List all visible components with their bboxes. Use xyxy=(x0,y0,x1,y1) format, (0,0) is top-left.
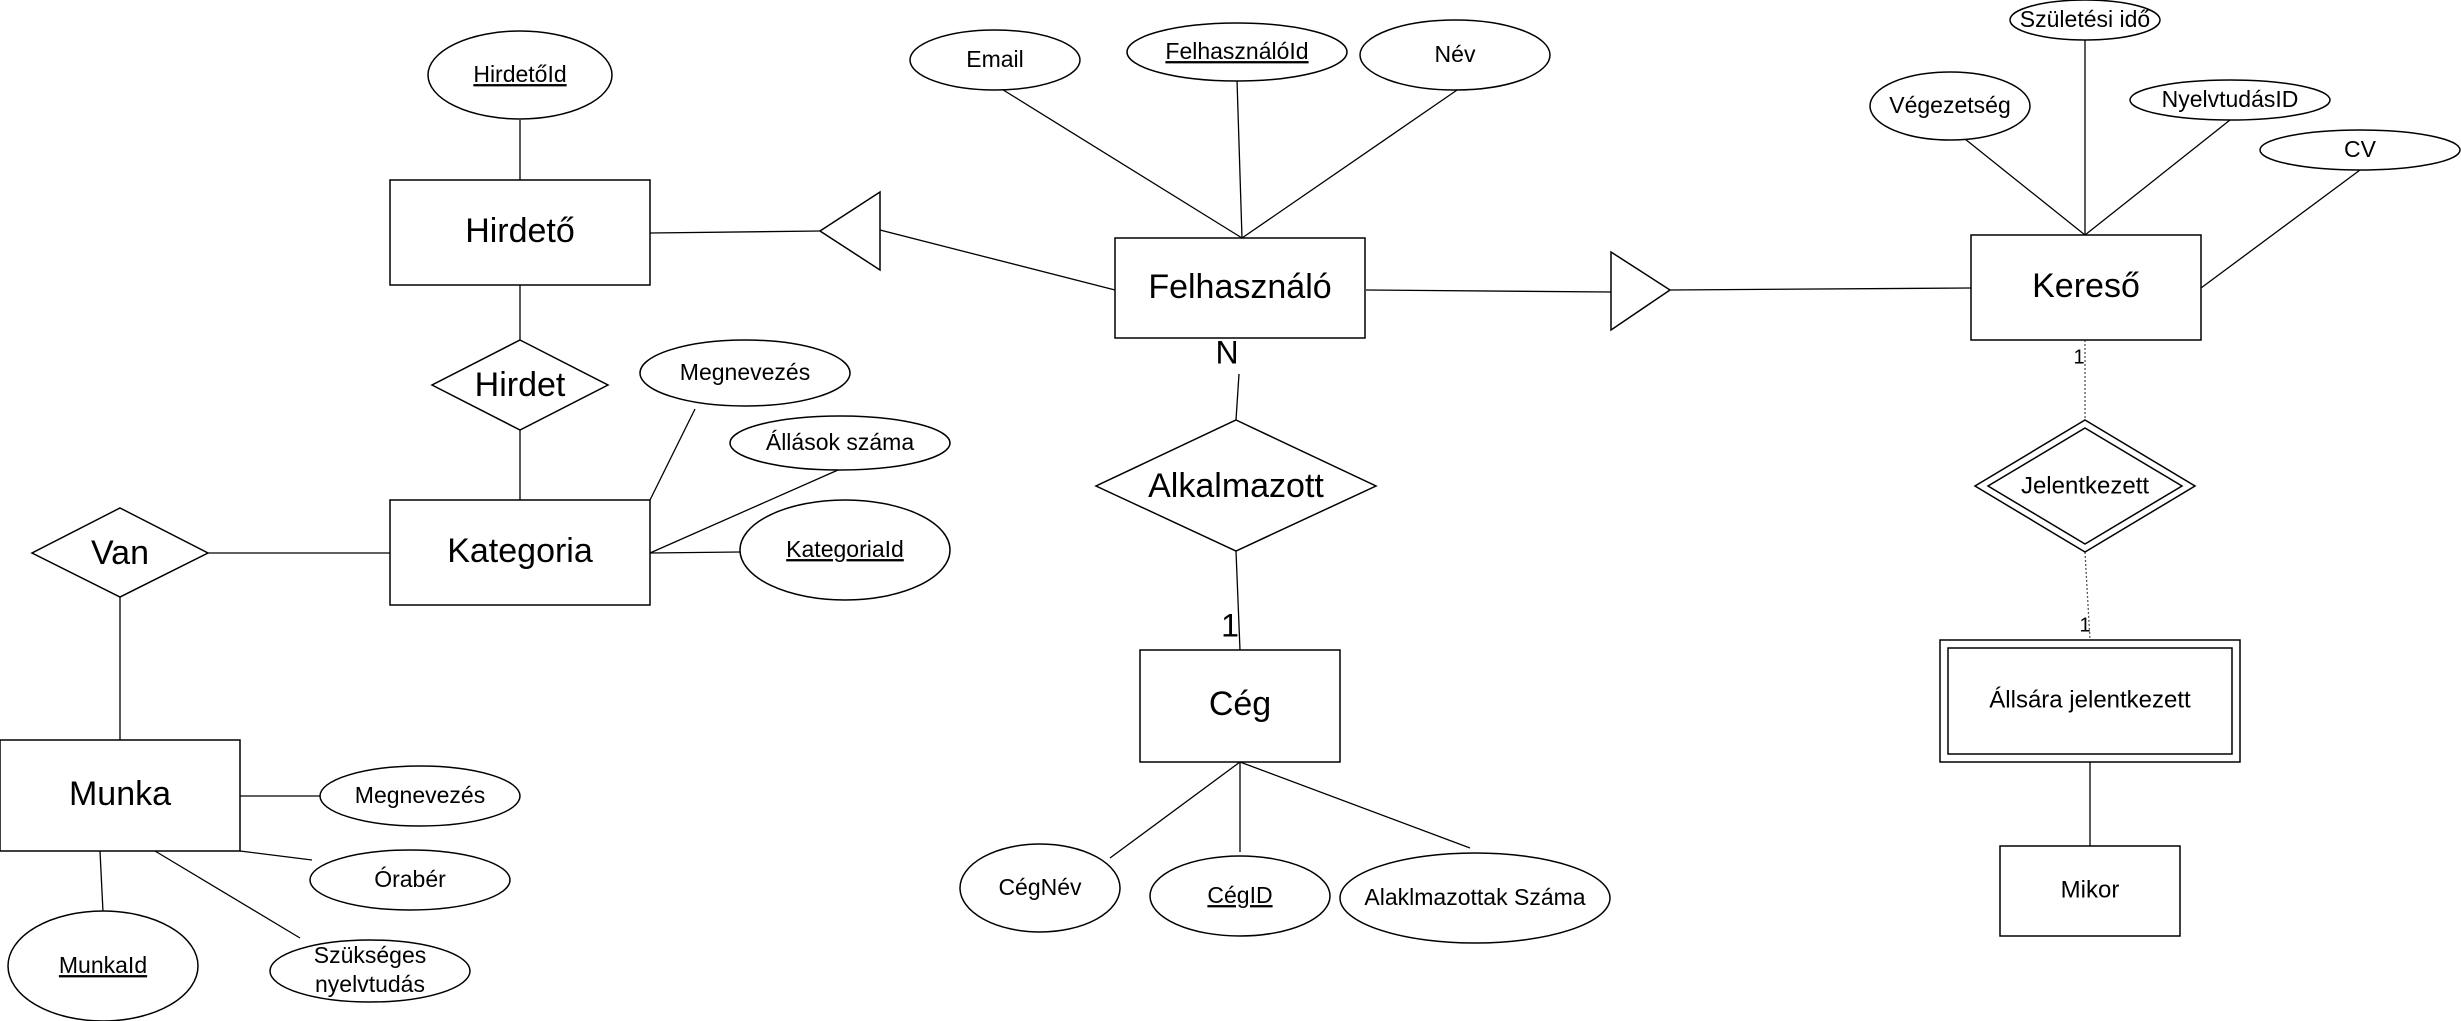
entity-kategoria[interactable]: Kategoria xyxy=(389,499,651,606)
attribute-allasok-szama[interactable]: Állások száma xyxy=(729,415,951,471)
relationship-alkalmazott-label: Alkalmazott xyxy=(1148,467,1324,505)
attribute-kategoria-megnevezes[interactable]: Megnevezés xyxy=(639,339,851,407)
relationship-van-label: Van xyxy=(91,534,149,572)
relationship-jelentkezett[interactable]: Jelentkezett xyxy=(1973,419,2197,553)
relationship-hirdet[interactable]: Hirdet xyxy=(430,339,610,431)
entity-ceg[interactable]: Cég xyxy=(1139,649,1341,763)
attribute-kategoria-id-label: KategoriaId xyxy=(786,536,904,562)
attribute-vegzetseg-label: Végezetség xyxy=(1889,92,2010,118)
attribute-felhasznalo-id-label: FelhasználóId xyxy=(1165,38,1308,64)
cardinality-allasra-jelentkezett: 1 xyxy=(2079,614,2090,636)
attribute-email[interactable]: Email xyxy=(909,29,1081,91)
attribute-vegzetseg[interactable]: Végezetség xyxy=(1869,71,2031,141)
attribute-szukseges-nyelvtudas-label-2: nyelvtudás xyxy=(315,971,425,997)
attribute-nev[interactable]: Név xyxy=(1359,19,1551,91)
entity-kategoria-label: Kategoria xyxy=(447,532,593,570)
entity-kereso[interactable]: Kereső xyxy=(1970,234,2202,341)
attribute-kategoria-id[interactable]: KategoriaId xyxy=(739,499,951,601)
attribute-szuletesi-ido-label: Születési idő xyxy=(2020,6,2150,32)
entity-mikor[interactable]: Mikor xyxy=(1999,845,2181,937)
attribute-felhasznalo-id[interactable]: FelhasználóId xyxy=(1126,22,1348,82)
cardinality-felhasznalo-alkalmazott: N xyxy=(1215,334,1238,370)
entity-munka-label: Munka xyxy=(69,775,171,813)
attribute-hirdeto-id-label: HirdetőId xyxy=(473,61,566,87)
attribute-nyelvtudas-id[interactable]: NyelvtudásID xyxy=(2129,79,2331,121)
attribute-kategoria-megnevezes-label: Megnevezés xyxy=(680,359,810,385)
attribute-ceg-nev[interactable]: CégNév xyxy=(959,843,1121,933)
weak-entity-allasra-jelentkezett[interactable]: Állsára jelentkezett xyxy=(1939,639,2241,763)
attribute-ceg-id-label: CégID xyxy=(1207,882,1272,908)
connector-lines xyxy=(99,40,2361,939)
attribute-nev-label: Név xyxy=(1435,41,1476,67)
entity-kereso-label: Kereső xyxy=(2032,267,2140,305)
attribute-email-label: Email xyxy=(966,46,1024,72)
entity-hirdeto[interactable]: Hirdető xyxy=(389,179,651,286)
attribute-oraber[interactable]: Órabér xyxy=(309,849,511,911)
entity-munka[interactable]: Munka xyxy=(0,739,241,852)
attribute-szukseges-nyelvtudas[interactable]: Szükséges nyelvtudás xyxy=(269,939,471,1003)
attribute-allasok-szama-label: Állások száma xyxy=(766,429,914,455)
relationship-van[interactable]: Van xyxy=(30,507,210,598)
attribute-szukseges-nyelvtudas-label-1: Szükséges xyxy=(314,942,427,968)
attribute-oraber-label: Órabér xyxy=(374,866,446,892)
attribute-munka-id[interactable]: MunkaId xyxy=(7,910,199,1021)
attribute-cv-label: CV xyxy=(2344,136,2377,162)
entity-mikor-label: Mikor xyxy=(2061,876,2120,903)
isa-triangle-kereso xyxy=(1610,250,1672,332)
attribute-ceg-id[interactable]: CégID xyxy=(1149,855,1331,937)
weak-entity-allasra-jelentkezett-label: Állsára jelentkezett xyxy=(1989,686,2191,713)
relationship-hirdet-label: Hirdet xyxy=(475,366,566,404)
attribute-cv[interactable]: CV xyxy=(2259,129,2461,171)
relationship-jelentkezett-label: Jelentkezett xyxy=(2021,472,2149,499)
attribute-nyelvtudas-id-label: NyelvtudásID xyxy=(2162,86,2299,112)
cardinality-kereso-jelentkezett: 1 xyxy=(2073,346,2084,368)
entity-hirdeto-label: Hirdető xyxy=(465,212,575,250)
isa-triangle-hirdeto xyxy=(818,190,881,272)
entity-felhasznalo-label: Felhasználó xyxy=(1148,268,1331,306)
entity-felhasznalo[interactable]: Felhasználó xyxy=(1114,237,1366,339)
attribute-hirdeto-id[interactable]: HirdetőId xyxy=(427,30,613,120)
relationship-alkalmazott[interactable]: Alkalmazott xyxy=(1094,419,1378,552)
attribute-munka-megnevezes[interactable]: Megnevezés xyxy=(319,765,521,827)
attribute-alkalmazottak-szama-label: Alaklmazottak Száma xyxy=(1364,884,1585,910)
entity-ceg-label: Cég xyxy=(1209,685,1271,723)
attribute-szuletesi-ido[interactable]: Születési idő xyxy=(2009,0,2161,41)
attribute-munka-megnevezes-label: Megnevezés xyxy=(355,782,485,808)
attribute-ceg-nev-label: CégNév xyxy=(998,874,1082,900)
cardinality-ceg-alkalmazott: 1 xyxy=(1221,607,1239,643)
attribute-munka-id-label: MunkaId xyxy=(59,952,147,978)
attribute-alkalmazottak-szama[interactable]: Alaklmazottak Száma xyxy=(1339,852,1611,944)
